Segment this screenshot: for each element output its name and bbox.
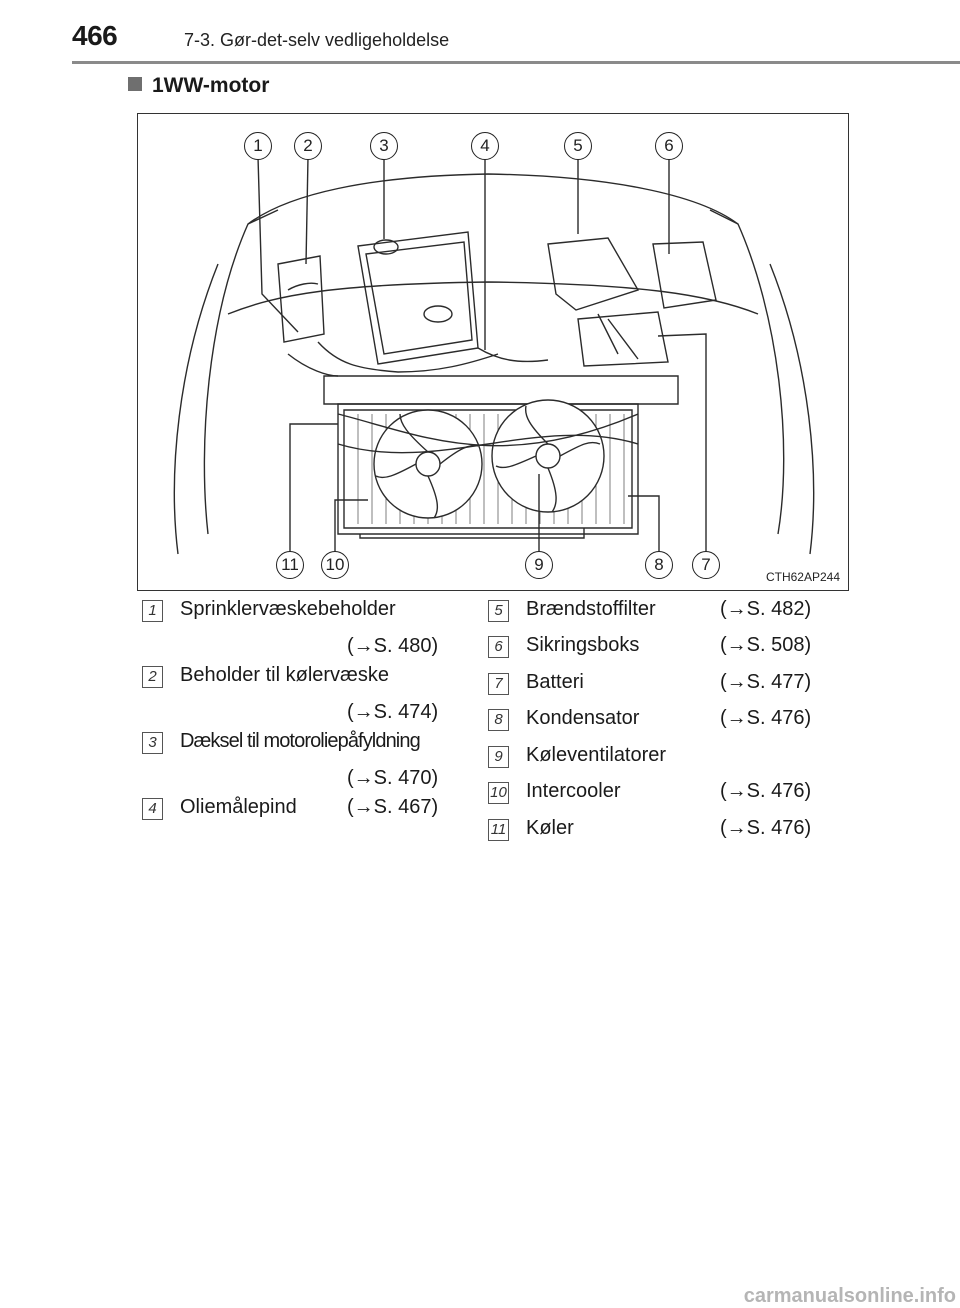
legend-label: Intercooler [526,780,621,802]
engine-compartment-figure: 1 2 3 4 5 6 7 8 9 10 11 CTH62AP244 [137,113,849,591]
engine-illustration [173,156,815,565]
callout-6: 6 [655,132,683,160]
legend-label: Køler [526,817,574,839]
callout-9: 9 [525,551,553,579]
figure-code: CTH62AP244 [765,570,840,584]
callout-4: 4 [471,132,499,160]
page-reference: (→S. 480) [347,635,439,657]
page-reference: (→S. 477) [720,671,812,693]
legend-label: Dæksel til motoroliepåfyldning [180,730,421,752]
page-reference: (→S. 474) [347,701,439,723]
legend-number: 9 [488,746,509,768]
page-reference: (→S. 470) [347,767,439,789]
legend-number: 11 [488,819,509,841]
legend-label: Brændstoffilter [526,598,656,620]
legend-number: 8 [488,709,509,731]
callout-2: 2 [294,132,322,160]
legend-label: Batteri [526,671,584,693]
callout-1: 1 [244,132,272,160]
legend-label: Kondensator [526,707,640,729]
page-header: 466 7-3. Gør-det-selv vedligeholdelse [72,20,960,56]
page-reference: (→S. 476) [720,707,812,729]
legend-number: 4 [142,798,163,820]
page-reference: (→S. 508) [720,634,812,656]
legend-number: 7 [488,673,509,695]
page-number: 466 [72,20,118,51]
square-bullet-icon [128,77,142,91]
legend-number: 10 [488,782,509,804]
legend-right: 5 Brændstoffilter (→S. 482) 6 Sikringsbo… [488,598,838,848]
chapter-title: 7-3. Gør-det-selv vedligeholdelse [184,30,450,50]
header-rule [72,61,960,64]
callout-8: 8 [645,551,673,579]
legend-label: Beholder til kølervæske [180,664,389,686]
section-title: 1WW-motor [128,74,269,98]
page-reference: (→S. 476) [720,817,812,839]
legend-label: Sprinklervæskebeholder [180,598,396,620]
legend-number: 6 [488,636,509,658]
legend-number: 5 [488,600,509,622]
callout-5: 5 [564,132,592,160]
legend-number: 3 [142,732,163,754]
callout-3: 3 [370,132,398,160]
legend-left: 1 Sprinklervæskebeholder (→S. 480) 2 Beh… [142,598,472,838]
legend-number: 1 [142,600,163,622]
section-title-text: 1WW-motor [152,74,270,97]
legend-label: Køleventilatorer [526,744,667,766]
page-reference: (→S. 482) [720,598,812,620]
page-reference: (→S. 476) [720,780,812,802]
legend-label: Oliemålepind [180,796,297,818]
callout-7: 7 [692,551,720,579]
callout-11: 11 [276,551,304,579]
legend-label: Sikringsboks [526,634,640,656]
watermark: carmanualsonline.info [743,1285,956,1307]
callout-10: 10 [321,551,349,579]
page-reference: (→S. 467) [347,796,439,818]
legend-number: 2 [142,666,163,688]
